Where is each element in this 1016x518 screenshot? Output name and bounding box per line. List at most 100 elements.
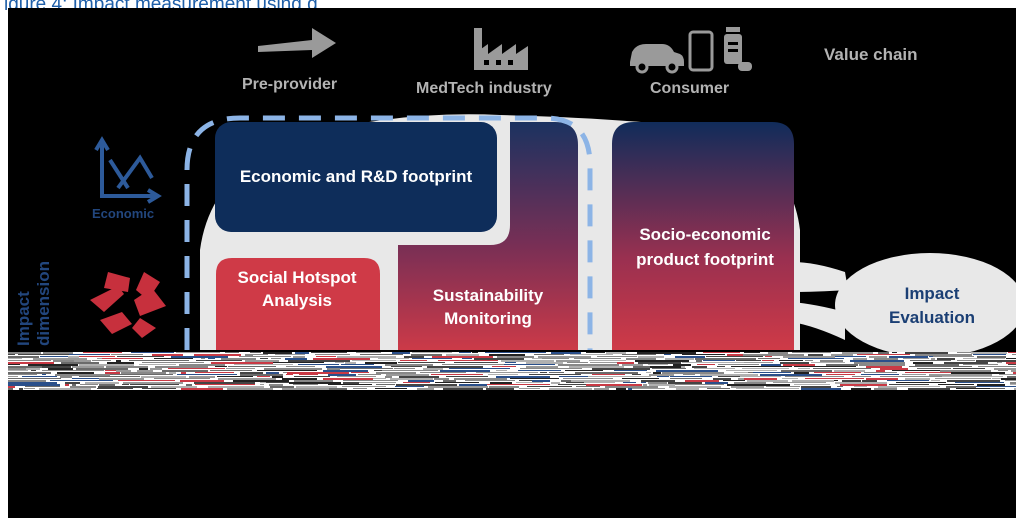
artifact-strip	[957, 360, 975, 361]
artifact-strip	[665, 358, 694, 360]
artifact-strip	[963, 364, 998, 365]
artifact-strip	[440, 370, 490, 372]
artifact-strip	[736, 388, 799, 389]
artifact-strip	[396, 384, 457, 386]
artifact-strip	[880, 376, 942, 377]
artifact-strip	[28, 364, 78, 366]
artifact-strip	[994, 368, 1016, 370]
artifact-strip	[42, 366, 71, 368]
artifact-strip	[340, 368, 393, 369]
artifact-strip	[8, 368, 26, 370]
artifact-strip	[976, 386, 1016, 387]
artifact-strip	[111, 354, 143, 355]
artifact-strip	[343, 380, 398, 381]
artifact-strip	[851, 388, 871, 390]
artifact-strip	[293, 384, 318, 385]
artifact-strip	[123, 382, 183, 384]
artifact-strip	[1006, 362, 1016, 364]
artifact-strip	[434, 378, 449, 380]
artifact-strip	[632, 374, 641, 375]
artifact-strip	[42, 374, 46, 375]
artifact-strip	[854, 386, 867, 387]
artifact-strip	[837, 386, 843, 387]
artifact-strip	[352, 360, 396, 361]
artifact-strip	[519, 380, 532, 381]
artifact-strip	[670, 378, 702, 379]
artifact-strip	[403, 382, 430, 383]
artifact-strip	[840, 384, 887, 386]
artifact-strip	[520, 368, 582, 369]
artifact-strip	[375, 388, 407, 389]
impact-evaluation-ellipse	[835, 253, 1016, 357]
artifact-strip	[264, 368, 322, 370]
artifact-strip	[55, 374, 110, 376]
artifact-strip	[285, 358, 307, 360]
artifact-strip	[700, 374, 758, 376]
artifact-strip	[783, 356, 835, 358]
artifact-strip	[668, 382, 702, 384]
artifact-strip	[561, 380, 571, 382]
artifact-strip	[282, 388, 329, 390]
artifact-strip	[565, 370, 603, 371]
artifact-strip	[866, 378, 898, 380]
artifact-strip	[706, 356, 763, 357]
artifact-strip	[176, 352, 220, 353]
artifact-strip	[8, 380, 46, 382]
artifact-strip	[694, 368, 735, 369]
artifact-strip	[8, 384, 60, 386]
artifact-strip	[801, 388, 841, 390]
artifact-strip	[664, 354, 671, 355]
artifact-strip	[903, 358, 929, 359]
artifact-strip	[382, 370, 438, 371]
artifact-strip	[432, 356, 493, 358]
artifact-strip	[556, 360, 580, 362]
artifact-strip	[33, 358, 87, 360]
artifact-strip	[257, 370, 317, 371]
artifact-strip	[462, 358, 472, 359]
artifact-strip	[208, 386, 264, 388]
artifact-strip	[685, 380, 719, 382]
artifact-strip	[834, 370, 865, 372]
artifact-strip	[696, 360, 702, 362]
artifact-strip	[902, 374, 926, 375]
artifact-strip	[834, 380, 838, 381]
artifact-strip	[905, 378, 930, 380]
artifact-strip	[168, 368, 225, 369]
artifact-strip	[391, 366, 422, 367]
artifact-strip	[794, 372, 809, 374]
artifact-strip	[227, 388, 273, 390]
artifact-strip	[762, 360, 774, 361]
artifact-strip	[976, 360, 1016, 362]
artifact-strip	[61, 362, 99, 364]
artifact-strip	[92, 360, 111, 361]
artifact-strip	[239, 356, 291, 357]
artifact-strip	[442, 364, 504, 365]
artifact-strip	[842, 380, 861, 382]
artifact-strip	[43, 352, 73, 354]
artifact-strip	[272, 376, 283, 378]
artifact-strip	[122, 384, 129, 385]
artifact-strip	[99, 378, 144, 380]
artifact-strip	[80, 384, 98, 385]
artifact-strip	[878, 352, 889, 354]
artifact-strip	[744, 352, 760, 353]
artifact-strip	[707, 388, 730, 389]
artifact-strip	[298, 364, 339, 365]
artifact-strip	[805, 378, 864, 379]
artifact-strip	[990, 388, 1005, 389]
stage-label-medtech: MedTech industry	[416, 80, 552, 97]
artifact-strip	[831, 354, 853, 356]
social-hands-icon	[90, 272, 166, 338]
stage-label-pre-provider: Pre-provider	[242, 76, 338, 93]
artifact-strip	[72, 378, 99, 379]
artifact-strip	[39, 388, 91, 390]
artifact-strip	[116, 370, 131, 372]
artifact-strip	[853, 358, 867, 360]
artifact-strip	[374, 370, 382, 371]
rendering-artifact-band	[8, 352, 1016, 390]
artifact-strip	[474, 358, 524, 360]
artifact-strip	[8, 372, 51, 374]
artifact-strip	[703, 360, 735, 361]
artifact-strip	[323, 378, 373, 380]
